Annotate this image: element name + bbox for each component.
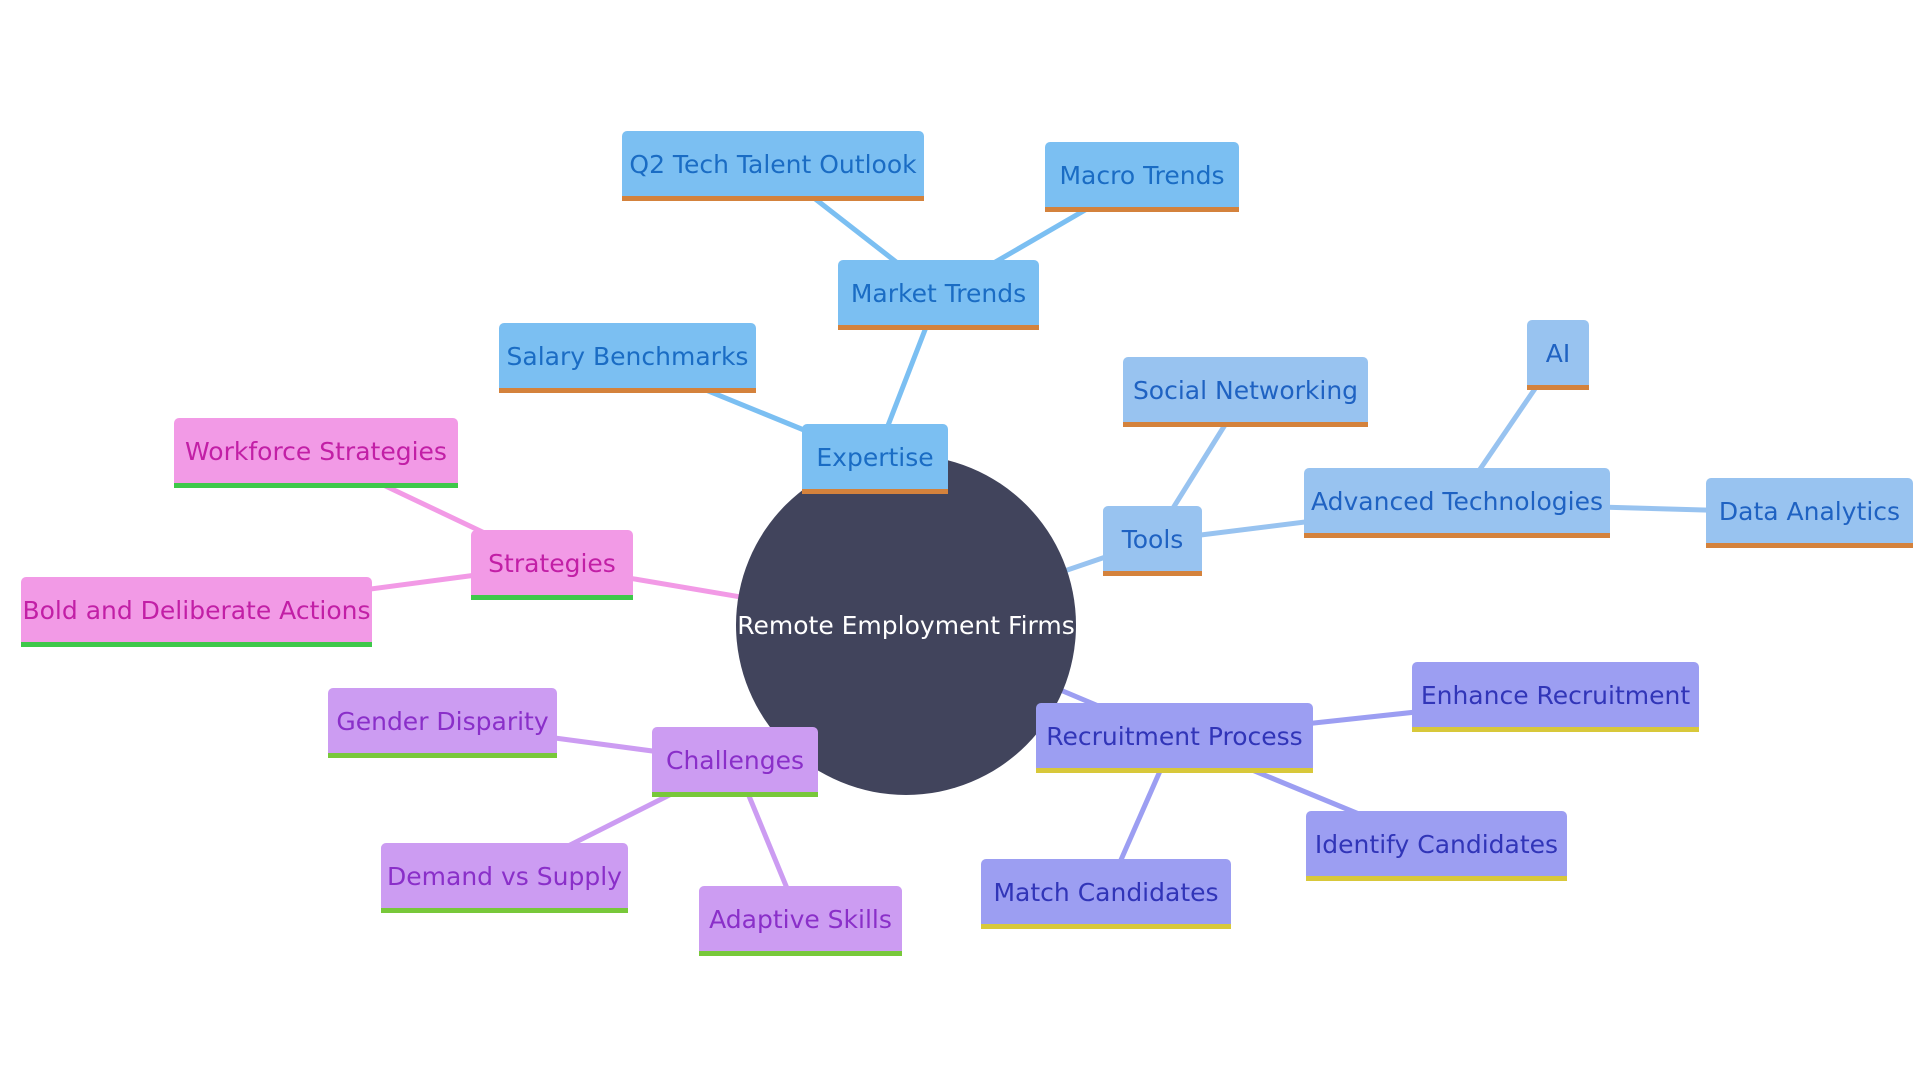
node-bold-and-deliberate-actions[interactable]: Bold and Deliberate Actions bbox=[21, 577, 372, 647]
node-underline-macro-trends bbox=[1045, 207, 1239, 212]
node-label-enhance-recruitment: Enhance Recruitment bbox=[1421, 681, 1691, 710]
root-node-label: Remote Employment Firms bbox=[737, 611, 1075, 640]
node-underline-advanced-technologies bbox=[1304, 533, 1610, 538]
node-underline-bold-and-deliberate-actions bbox=[21, 642, 372, 647]
node-label-tools: Tools bbox=[1121, 525, 1184, 554]
node-underline-tools bbox=[1103, 571, 1202, 576]
node-underline-challenges bbox=[652, 792, 818, 797]
node-box-gender-disparity bbox=[328, 688, 557, 758]
node-market-trends[interactable]: Market Trends bbox=[838, 260, 1039, 330]
node-underline-ai bbox=[1527, 385, 1589, 390]
node-underline-workforce-strategies bbox=[174, 483, 458, 488]
node-identify-candidates[interactable]: Identify Candidates bbox=[1306, 811, 1567, 881]
node-box-tools bbox=[1103, 506, 1202, 576]
node-box-social-networking bbox=[1123, 357, 1368, 427]
node-label-strategies: Strategies bbox=[488, 549, 616, 578]
node-expertise[interactable]: Expertise bbox=[802, 424, 948, 494]
node-advanced-technologies[interactable]: Advanced Technologies bbox=[1304, 468, 1610, 538]
node-underline-market-trends bbox=[838, 325, 1039, 330]
node-match-candidates[interactable]: Match Candidates bbox=[981, 859, 1231, 929]
node-underline-demand-vs-supply bbox=[381, 908, 628, 913]
node-underline-data-analytics bbox=[1706, 543, 1913, 548]
node-data-analytics[interactable]: Data Analytics bbox=[1706, 478, 1913, 548]
node-underline-strategies bbox=[471, 595, 633, 600]
node-social-networking[interactable]: Social Networking bbox=[1123, 357, 1368, 427]
node-adaptive-skills[interactable]: Adaptive Skills bbox=[699, 886, 902, 956]
node-box-enhance-recruitment bbox=[1412, 662, 1699, 732]
node-label-expertise: Expertise bbox=[816, 443, 933, 472]
node-underline-expertise bbox=[802, 489, 948, 494]
node-box-macro-trends bbox=[1045, 142, 1239, 212]
node-label-bold-and-deliberate-actions: Bold and Deliberate Actions bbox=[22, 596, 370, 625]
node-label-match-candidates: Match Candidates bbox=[993, 878, 1218, 907]
node-label-data-analytics: Data Analytics bbox=[1719, 497, 1900, 526]
node-box-adaptive-skills bbox=[699, 886, 902, 956]
node-underline-q2-tech-talent-outlook bbox=[622, 196, 924, 201]
node-box-q2-tech-talent-outlook bbox=[622, 131, 924, 201]
node-label-advanced-technologies: Advanced Technologies bbox=[1311, 487, 1603, 516]
node-box-market-trends bbox=[838, 260, 1039, 330]
node-label-macro-trends: Macro Trends bbox=[1059, 161, 1224, 190]
node-underline-match-candidates bbox=[981, 924, 1231, 929]
root-node[interactable] bbox=[736, 455, 1076, 795]
node-salary-benchmarks[interactable]: Salary Benchmarks bbox=[499, 323, 756, 393]
node-underline-identify-candidates bbox=[1306, 876, 1567, 881]
node-label-demand-vs-supply: Demand vs Supply bbox=[387, 862, 622, 891]
node-underline-recruitment-process bbox=[1036, 768, 1313, 773]
node-enhance-recruitment[interactable]: Enhance Recruitment bbox=[1412, 662, 1699, 732]
node-recruitment-process[interactable]: Recruitment Process bbox=[1036, 703, 1313, 773]
root-node-group: Remote Employment Firms bbox=[736, 455, 1076, 795]
node-box-identify-candidates bbox=[1306, 811, 1567, 881]
node-macro-trends[interactable]: Macro Trends bbox=[1045, 142, 1239, 212]
nodes-layer: Expertise Market Trends Q2 Tech Talent Out… bbox=[21, 131, 1913, 956]
node-box-workforce-strategies bbox=[174, 418, 458, 488]
node-box-challenges bbox=[652, 727, 818, 797]
node-underline-gender-disparity bbox=[328, 753, 557, 758]
node-box-strategies bbox=[471, 530, 633, 600]
node-box-advanced-technologies bbox=[1304, 468, 1610, 538]
node-box-expertise bbox=[802, 424, 948, 494]
node-underline-social-networking bbox=[1123, 422, 1368, 427]
node-strategies[interactable]: Strategies bbox=[471, 530, 633, 600]
node-gender-disparity[interactable]: Gender Disparity bbox=[328, 688, 557, 758]
node-challenges[interactable]: Challenges bbox=[652, 727, 818, 797]
node-label-challenges: Challenges bbox=[666, 746, 804, 775]
node-label-ai: AI bbox=[1546, 339, 1570, 368]
node-underline-adaptive-skills bbox=[699, 951, 902, 956]
node-demand-vs-supply[interactable]: Demand vs Supply bbox=[381, 843, 628, 913]
node-label-recruitment-process: Recruitment Process bbox=[1046, 722, 1302, 751]
node-box-ai bbox=[1527, 320, 1589, 390]
node-label-q2-tech-talent-outlook: Q2 Tech Talent Outlook bbox=[629, 150, 917, 179]
node-box-recruitment-process bbox=[1036, 703, 1313, 773]
node-box-data-analytics bbox=[1706, 478, 1913, 548]
node-label-salary-benchmarks: Salary Benchmarks bbox=[507, 342, 749, 371]
node-underline-salary-benchmarks bbox=[499, 388, 756, 393]
node-tools[interactable]: Tools bbox=[1103, 506, 1202, 576]
node-q2-tech-talent-outlook[interactable]: Q2 Tech Talent Outlook bbox=[622, 131, 924, 201]
node-box-salary-benchmarks bbox=[499, 323, 756, 393]
node-label-workforce-strategies: Workforce Strategies bbox=[185, 437, 447, 466]
node-box-match-candidates bbox=[981, 859, 1231, 929]
node-workforce-strategies[interactable]: Workforce Strategies bbox=[174, 418, 458, 488]
node-label-gender-disparity: Gender Disparity bbox=[336, 707, 549, 736]
node-label-adaptive-skills: Adaptive Skills bbox=[709, 905, 892, 934]
node-ai[interactable]: AI bbox=[1527, 320, 1589, 390]
node-box-demand-vs-supply bbox=[381, 843, 628, 913]
node-box-bold-and-deliberate-actions bbox=[21, 577, 372, 647]
node-underline-enhance-recruitment bbox=[1412, 727, 1699, 732]
node-label-market-trends: Market Trends bbox=[851, 279, 1026, 308]
node-label-identify-candidates: Identify Candidates bbox=[1315, 830, 1558, 859]
node-label-social-networking: Social Networking bbox=[1133, 376, 1358, 405]
